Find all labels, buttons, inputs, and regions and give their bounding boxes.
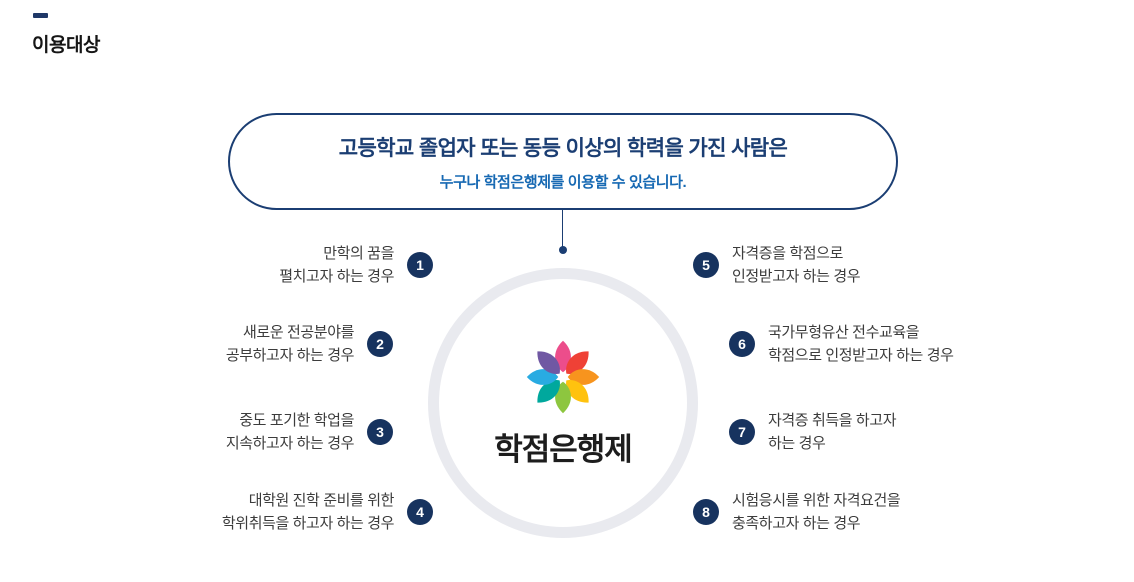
item-text-line: 지속하고자 하는 경우 xyxy=(225,435,355,452)
item-text-line: 대학원 진학 준비를 위한 xyxy=(248,492,395,509)
item-number-badge: 4 xyxy=(407,499,433,525)
list-item-2: 새로운 전공분야를 공부하고자 하는 경우 2 xyxy=(226,320,393,368)
item-text-line: 충족하고자 하는 경우 xyxy=(732,515,861,532)
item-text: 자격증을 학점으로 인정받고자 하는 경우 xyxy=(732,242,861,288)
list-item-1: 만학의 꿈을 펼치고자 하는 경우 1 xyxy=(279,241,433,289)
item-text-line: 중도 포기한 학업을 xyxy=(239,412,354,429)
item-text: 자격증 취득을 하고자 하는 경우 xyxy=(768,409,897,455)
item-text-line: 시험응시를 위한 자격요건을 xyxy=(732,492,901,509)
item-text-line: 하는 경우 xyxy=(768,435,826,452)
list-item-6: 6 국가무형유산 전수교육을 학점으로 인정받고자 하는 경우 xyxy=(729,320,954,368)
list-item-8: 8 시험응시를 위한 자격요건을 충족하고자 하는 경우 xyxy=(693,488,901,536)
item-text: 국가무형유산 전수교육을 학점으로 인정받고자 하는 경우 xyxy=(768,321,954,367)
section-title: 이용대상 xyxy=(32,35,100,56)
item-text: 대학원 진학 준비를 위한 학위취득을 하고자 하는 경우 xyxy=(221,489,395,535)
item-text-line: 만학의 꿈을 xyxy=(323,245,394,262)
item-text-line: 펼치고자 하는 경우 xyxy=(279,268,394,285)
item-text-line: 인정받고자 하는 경우 xyxy=(732,268,861,285)
eligibility-banner: 고등학교 졸업자 또는 동등 이상의 학력을 가진 사람은 누구나 학점은행제를… xyxy=(228,113,898,210)
item-number-badge: 5 xyxy=(693,252,719,278)
list-item-5: 5 자격증을 학점으로 인정받고자 하는 경우 xyxy=(693,241,861,289)
banner-title: 고등학교 졸업자 또는 동등 이상의 학력을 가진 사람은 xyxy=(338,136,788,160)
item-number-badge: 8 xyxy=(693,499,719,525)
item-text: 중도 포기한 학업을 지속하고자 하는 경우 xyxy=(225,409,355,455)
item-number-badge: 6 xyxy=(729,331,755,357)
item-text-line: 자격증 취득을 하고자 xyxy=(768,412,897,429)
item-text-line: 자격증을 학점으로 xyxy=(732,245,843,262)
credit-bank-flower-logo-icon xyxy=(526,340,600,414)
item-number-badge: 1 xyxy=(407,252,433,278)
connector-line xyxy=(562,210,563,247)
item-text-line: 국가무형유산 전수교육을 xyxy=(768,324,920,341)
item-number-badge: 3 xyxy=(367,419,393,445)
credit-bank-logo-label: 학점은행제 xyxy=(494,432,633,467)
item-text: 새로운 전공분야를 공부하고자 하는 경우 xyxy=(225,321,355,367)
list-item-7: 7 자격증 취득을 하고자 하는 경우 xyxy=(729,408,897,456)
section-accent-dash xyxy=(33,13,48,18)
item-text: 시험응시를 위한 자격요건을 충족하고자 하는 경우 xyxy=(732,489,901,535)
list-item-4: 대학원 진학 준비를 위한 학위취득을 하고자 하는 경우 4 xyxy=(222,488,433,536)
item-text-line: 학점으로 인정받고자 하는 경우 xyxy=(768,347,954,364)
item-number-badge: 2 xyxy=(367,331,393,357)
center-circle: 학점은행제 xyxy=(428,268,698,538)
item-text-line: 공부하고자 하는 경우 xyxy=(225,347,355,364)
item-text-line: 새로운 전공분야를 xyxy=(243,324,354,341)
item-text-line: 학위취득을 하고자 하는 경우 xyxy=(221,515,395,532)
item-text: 만학의 꿈을 펼치고자 하는 경우 xyxy=(279,242,394,288)
list-item-3: 중도 포기한 학업을 지속하고자 하는 경우 3 xyxy=(226,408,393,456)
banner-subtitle: 누구나 학점은행제를 이용할 수 있습니다. xyxy=(439,173,687,191)
connector-dot xyxy=(559,246,567,254)
item-number-badge: 7 xyxy=(729,419,755,445)
